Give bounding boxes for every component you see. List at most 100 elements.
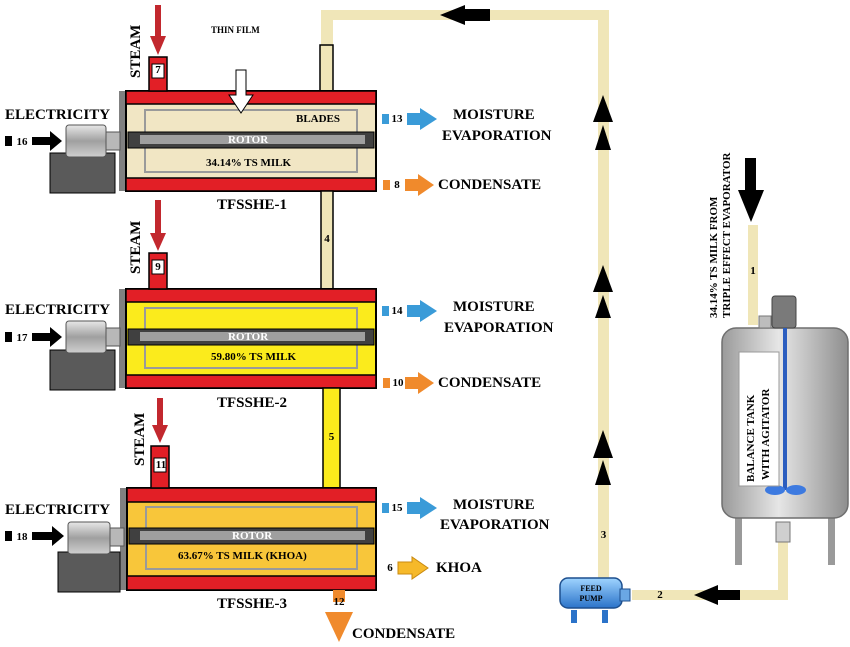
electricity-stream-number: 18	[16, 531, 28, 543]
electricity-arrow	[32, 327, 62, 347]
moisture-marker	[382, 114, 389, 124]
tank-label-plate	[738, 351, 780, 487]
steam-stream-number: 7	[155, 64, 161, 76]
jacket-bottom	[125, 374, 377, 389]
condensate-marker	[383, 180, 390, 190]
electricity-marker	[5, 531, 12, 541]
source-arrow	[738, 158, 764, 222]
electricity-stream-number: 17	[16, 332, 28, 344]
flow-arrow-up-1b	[595, 125, 611, 150]
source-label-line2: TRIPLE EFFECT EVAPORATOR	[721, 152, 733, 318]
rotor-label: ROTOR	[228, 134, 269, 146]
jacket-bottom	[126, 575, 377, 591]
milk-label: 59.80% TS MILK	[211, 351, 297, 363]
pump-leg	[571, 610, 577, 623]
motor-base	[57, 551, 121, 593]
motor-base	[49, 349, 116, 391]
moisture-marker	[382, 306, 389, 316]
evaporation-label: EVAPORATION	[442, 128, 552, 144]
feed-pump	[559, 570, 631, 623]
motor	[65, 320, 107, 354]
evaporation-label: EVAPORATION	[444, 320, 554, 336]
pump-body	[559, 577, 623, 609]
agitator-motor	[771, 295, 797, 329]
return-flow-arrows	[440, 5, 764, 605]
electricity-arrow	[32, 131, 62, 151]
stream-3-number: 3	[600, 529, 607, 541]
source-pipe	[748, 225, 758, 325]
steam-arrow	[150, 5, 166, 55]
steam-stream-number: 11	[155, 459, 167, 471]
flow-arrow-to-pump	[694, 585, 740, 605]
milk-label: 63.67% TS MILK (KHOA)	[178, 550, 307, 562]
flow-arrow-up-2	[593, 265, 613, 292]
stream-box	[151, 63, 165, 79]
motor-base	[49, 152, 116, 194]
tank-inlet	[758, 315, 772, 329]
jacket-bottom	[125, 177, 377, 192]
tank-outlet-pipe	[778, 540, 788, 600]
electricity-marker	[5, 136, 12, 146]
moisture-stream-number: 13	[391, 113, 403, 125]
thin-film-arrow	[228, 69, 254, 114]
moisture-label: MOISTURE	[453, 299, 535, 315]
condensate-arrow	[325, 612, 353, 642]
feed-pump-label-line1: FEED	[580, 584, 602, 593]
blades-label: BLADES	[296, 113, 341, 125]
flow-arrow-up-1	[593, 95, 613, 122]
vapour-riser	[319, 44, 334, 92]
stream-5-number: 5	[328, 431, 335, 443]
flow-arrow-up-3b	[595, 460, 611, 485]
khoa-stream-number: 6	[387, 562, 393, 574]
stream-1-number: 1	[750, 265, 756, 277]
moisture-arrow	[407, 108, 437, 130]
pump-inlet	[619, 588, 631, 602]
flow-arrow-top	[440, 5, 490, 25]
tank-label-line1: BALANCE TANK	[745, 394, 757, 482]
electricity-stream-number: 16	[16, 136, 28, 148]
milk-label: 34.14% TS MILK	[206, 157, 292, 169]
rotor-core	[140, 332, 365, 341]
impeller-blade	[765, 485, 785, 495]
tank-label-line2: WITH AGITATOR	[760, 388, 772, 480]
electricity-marker	[5, 332, 12, 342]
thin-film-label: THIN FILM	[211, 25, 260, 35]
moisture-arrow	[407, 300, 437, 322]
condensate-label: CONDENSATE	[438, 375, 542, 391]
moisture-arrow	[407, 497, 437, 519]
condensate-label: CONDENSATE	[438, 177, 542, 193]
flow-arrow-up-3	[593, 430, 613, 458]
feed-pump-label-line2: PUMP	[579, 594, 603, 603]
tfsshe-1	[5, 5, 437, 196]
unit-name: TFSSHE-3	[217, 596, 288, 612]
electricity-label: ELECTRICITY	[5, 302, 111, 318]
steam-label: STEAM	[132, 412, 148, 466]
condensate-arrow	[405, 174, 434, 196]
moisture-label: MOISTURE	[453, 107, 535, 123]
electricity-arrow	[32, 526, 64, 546]
steam-label: STEAM	[128, 220, 144, 274]
condensate-stream-number: 10	[392, 377, 404, 389]
condensate-arrow	[405, 372, 434, 394]
steam-arrow	[150, 200, 166, 251]
source-label-line1: 34.14% TS MILK FROM	[708, 196, 720, 318]
tank-leg	[828, 510, 835, 565]
agitator-shaft	[783, 328, 787, 490]
tank-outlet	[775, 521, 791, 543]
motor	[67, 521, 111, 555]
tfsshe-2	[5, 200, 437, 394]
jacket-top	[126, 487, 377, 503]
tank-leg	[735, 510, 742, 565]
impeller-blade	[786, 485, 806, 495]
flow-arrow-up-2b	[595, 295, 611, 318]
moisture-marker	[382, 503, 389, 513]
end-plate	[119, 91, 126, 191]
evaporation-label: EVAPORATION	[440, 517, 550, 533]
khoa-label: KHOA	[436, 560, 482, 576]
moisture-stream-number: 15	[391, 502, 403, 514]
balance-tank	[721, 295, 849, 565]
rotor-label: ROTOR	[228, 331, 269, 343]
steam-stream-number: 9	[155, 261, 161, 273]
motor-coupling	[105, 131, 121, 151]
